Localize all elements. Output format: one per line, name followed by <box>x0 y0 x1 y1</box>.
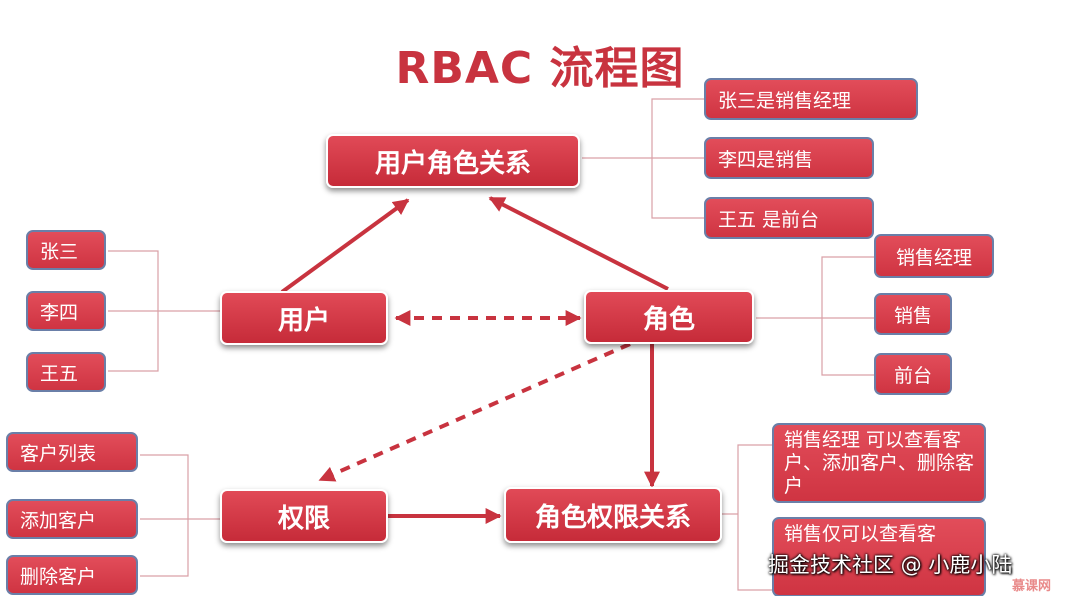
role-permission-example-sales-manager: 销售经理 可以查看客户、添加客户、删除客户 <box>772 423 986 503</box>
node-user: 用户 <box>220 291 388 345</box>
arrow-role-to-user-role-relation <box>488 196 669 291</box>
user-lisi: 李四 <box>26 291 106 331</box>
node-role-permission-relation: 角色权限关系 <box>504 487 722 543</box>
user-role-example-wangwu: 王五 是前台 <box>704 197 874 239</box>
role-sales: 销售 <box>874 293 952 335</box>
diagram-title: RBAC 流程图 <box>395 43 685 94</box>
user-zhangsan: 张三 <box>26 230 106 270</box>
bracket-role-permission-examples <box>722 444 772 591</box>
bracket-roles <box>756 256 874 376</box>
permission-delete-customer: 删除客户 <box>6 555 138 595</box>
node-role: 角色 <box>584 290 754 344</box>
user-role-example-zhangsan: 张三是销售经理 <box>704 78 918 120</box>
role-sales-manager: 销售经理 <box>874 234 994 278</box>
arrow-role-to-permission <box>318 342 631 482</box>
node-permission: 权限 <box>220 489 388 543</box>
role-reception: 前台 <box>874 353 952 395</box>
bracket-permissions <box>140 454 222 577</box>
bracket-users <box>108 250 222 372</box>
watermark-text: 掘金技术社区 @ 小鹿小陆 <box>768 553 1013 577</box>
role-permission-example-sales: 销售仅可以查看客 <box>772 517 986 596</box>
node-user-role-relation: 用户角色关系 <box>326 134 580 188</box>
arrow-user-to-user-role-relation <box>280 198 410 294</box>
permission-customer-list: 客户列表 <box>6 432 138 472</box>
site-logo: 慕课网 <box>1012 579 1052 594</box>
bracket-user-role-examples <box>582 98 706 219</box>
user-role-example-lisi: 李四是销售 <box>704 137 874 179</box>
user-wangwu: 王五 <box>26 352 106 392</box>
permission-add-customer: 添加客户 <box>6 499 138 539</box>
